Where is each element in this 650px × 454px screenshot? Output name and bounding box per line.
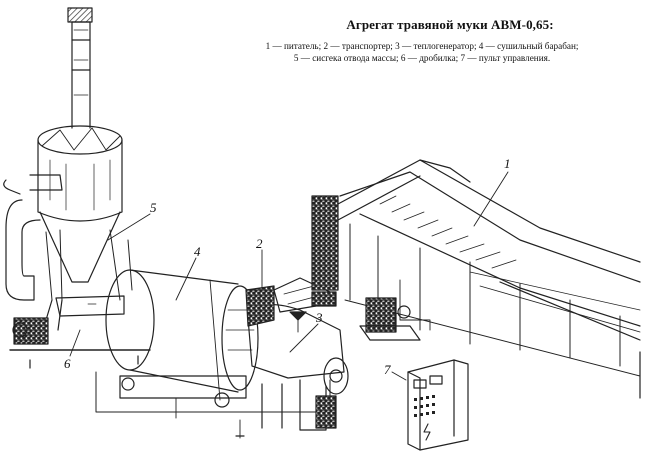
callout-leaders <box>69 171 509 381</box>
heat-generator <box>247 303 349 431</box>
diagram-title: Агрегат травяной муки АВМ-0,65: <box>346 17 554 32</box>
callout-2: 2 <box>256 236 263 251</box>
motor-unit <box>359 297 421 341</box>
transfer-pipe <box>55 295 125 317</box>
feeder-conveyor <box>311 159 641 399</box>
callout-6: 6 <box>64 356 71 371</box>
callout-3: 3 <box>315 310 323 325</box>
callout-4: 4 <box>194 244 201 259</box>
callout-7: 7 <box>384 362 391 377</box>
drying-drum <box>95 269 331 439</box>
legend-line-2: 5 — сисгека отвода массы; 6 — дробилка; … <box>293 53 551 63</box>
callout-1: 1 <box>504 156 511 171</box>
control-panel <box>407 359 469 451</box>
cyclone-mass-removal-system <box>3 7 151 369</box>
legend-line-1: 1 — питатель; 2 — транспортер; 3 — тепло… <box>265 41 579 51</box>
callout-5: 5 <box>150 200 157 215</box>
feed-transporter <box>245 277 337 327</box>
